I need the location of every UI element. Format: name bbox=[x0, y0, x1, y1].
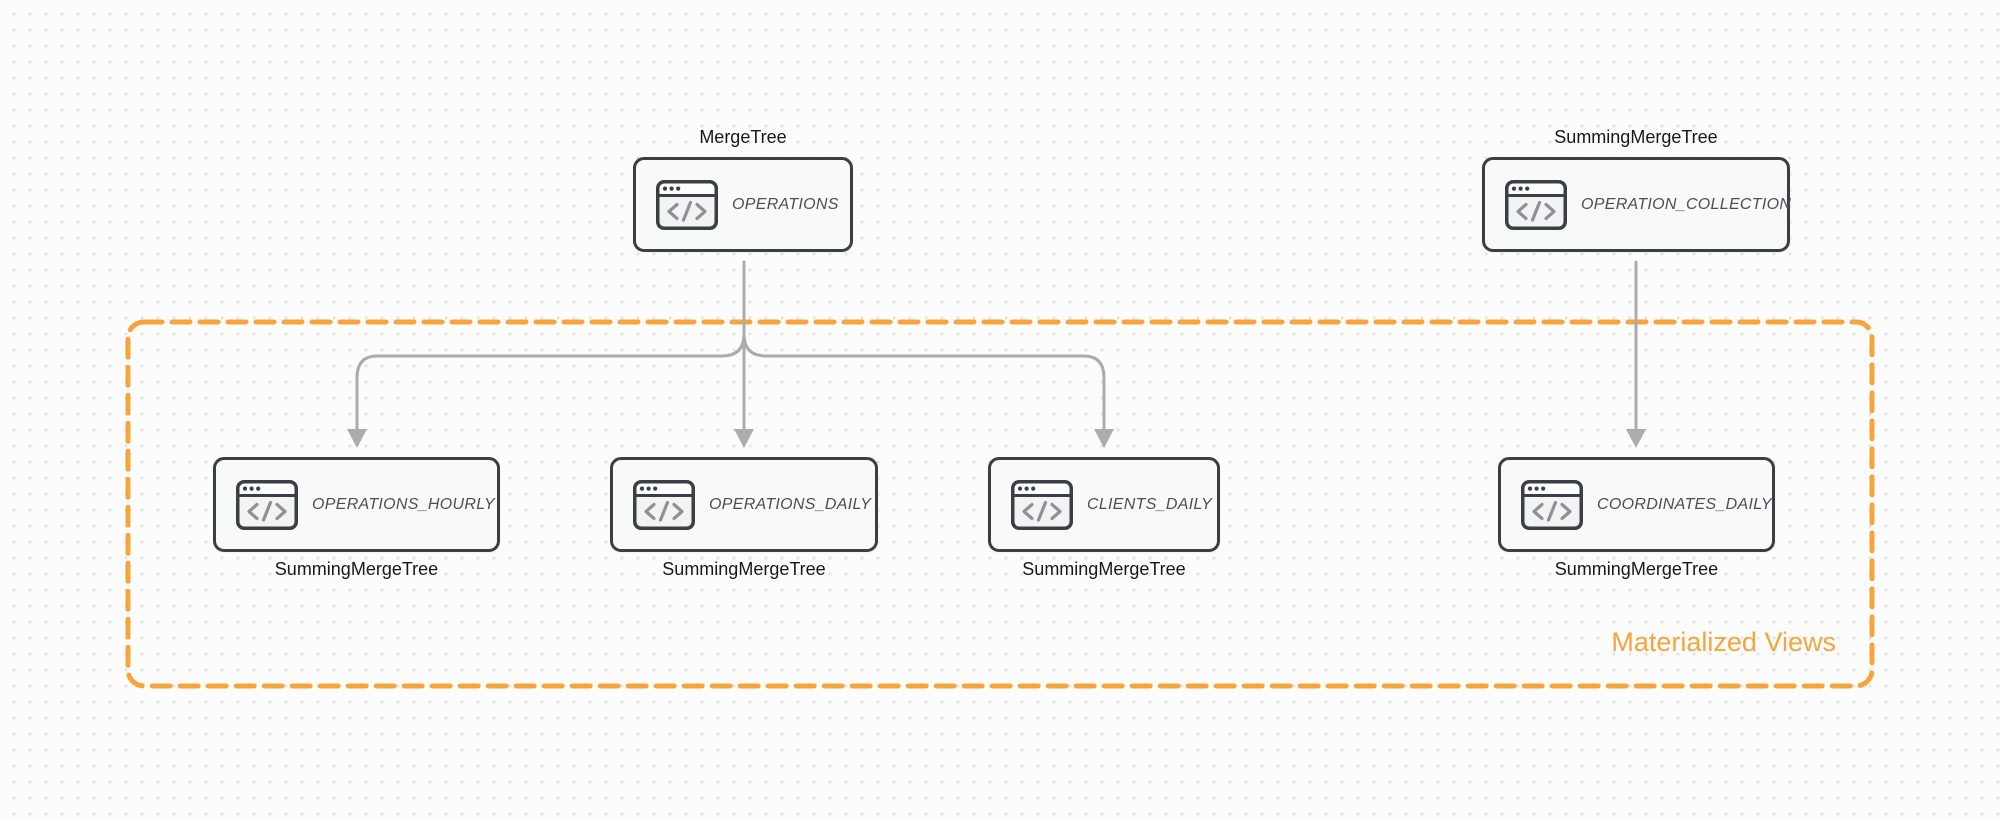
code-window-icon bbox=[633, 479, 695, 530]
node-title: COORDINATES_DAILY bbox=[1597, 495, 1772, 513]
arrowhead-icon bbox=[1626, 429, 1646, 448]
engine-label: SummingMergeTree bbox=[274, 559, 439, 579]
arrowhead-icon bbox=[347, 429, 367, 448]
engine-label: SummingMergeTree bbox=[1554, 127, 1718, 147]
arrowhead-icon bbox=[734, 429, 754, 448]
code-window-icon bbox=[1521, 479, 1583, 530]
node-title: OPERATIONS bbox=[732, 195, 839, 213]
node-operations: MergeTree OPERATIONS bbox=[633, 127, 853, 252]
materialized-views-group-label: Materialized Views bbox=[1611, 627, 1836, 657]
node-title: OPERATION_COLLECTION bbox=[1581, 195, 1792, 213]
node-coordinates-daily: SummingMergeTree COORDINATES_DAILY bbox=[1498, 457, 1775, 579]
edge-operations-to-clients-daily bbox=[742, 332, 1106, 432]
node-title: OPERATIONS_HOURLY bbox=[312, 495, 495, 513]
engine-label: SummingMergeTree bbox=[662, 559, 826, 579]
engine-label: SummingMergeTree bbox=[1554, 559, 1719, 579]
node-operations-hourly: SummingMergeTree OPERATIONS_HOURLY bbox=[213, 457, 500, 579]
node-operations-daily: SummingMergeTree OPERATIONS_DAILY bbox=[610, 457, 878, 579]
edge-operations-to-operations-hourly bbox=[355, 332, 746, 432]
node-title: OPERATIONS_DAILY bbox=[709, 495, 872, 513]
node-operation-collection: SummingMergeTree OPERATION_COLLECTION bbox=[1482, 127, 1792, 252]
code-window-icon bbox=[656, 179, 718, 230]
arrowhead-icon bbox=[1094, 429, 1114, 448]
node-clients-daily: SummingMergeTree CLIENTS_DAILY bbox=[988, 457, 1220, 579]
code-window-icon bbox=[1505, 179, 1567, 230]
engine-label: MergeTree bbox=[699, 127, 787, 147]
materialized-views-group-border bbox=[125, 319, 1875, 689]
node-title: CLIENTS_DAILY bbox=[1087, 495, 1213, 513]
code-window-icon bbox=[1011, 479, 1073, 530]
engine-label: SummingMergeTree bbox=[1022, 559, 1186, 579]
code-window-icon bbox=[236, 479, 298, 530]
